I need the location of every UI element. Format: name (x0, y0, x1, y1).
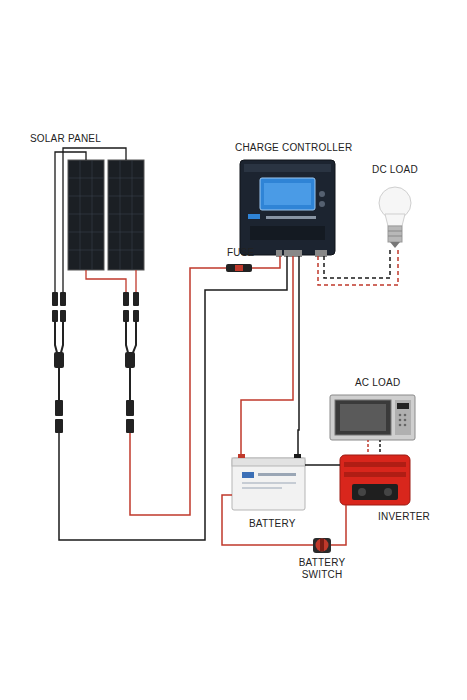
fuse-holder (226, 264, 252, 272)
wire (318, 248, 398, 285)
wire (59, 256, 287, 540)
charge-controller: CHARGE CONTROLLER (240, 160, 335, 256)
wire (130, 268, 226, 515)
solar-panel: SOLAR PANEL (40, 155, 152, 505)
battery: BATTERY (232, 455, 305, 510)
ac-load: AC LOAD (330, 395, 415, 440)
component-label: BATTERY (249, 518, 296, 530)
dc-load: DC LOAD (378, 182, 412, 248)
component-label: SOLAR PANEL (30, 133, 101, 145)
fuse: FUSE (226, 262, 252, 274)
light-bulb (379, 187, 411, 248)
wire (222, 495, 313, 545)
component-label: INVERTER (378, 511, 430, 523)
solar-panels (52, 148, 144, 505)
wire (298, 256, 299, 455)
charge-controller (240, 160, 335, 257)
component-label: CHARGE CONTROLLER (235, 142, 352, 154)
battery-switch (313, 538, 331, 553)
inverter: INVERTER (340, 452, 410, 505)
component-label: AC LOAD (355, 377, 400, 389)
battery-switch: BATTERY SWITCH (313, 537, 331, 553)
wire (367, 440, 369, 452)
inverter (340, 455, 410, 505)
component-label: BATTERY SWITCH (292, 557, 352, 581)
microwave (330, 395, 415, 440)
component-label: FUSE (227, 247, 254, 259)
wire (241, 256, 293, 455)
component-label: DC LOAD (372, 164, 418, 176)
wire (305, 464, 340, 466)
wire (252, 256, 280, 268)
wire (331, 505, 346, 545)
battery (232, 454, 305, 510)
wire (324, 248, 390, 278)
wire (379, 440, 381, 452)
